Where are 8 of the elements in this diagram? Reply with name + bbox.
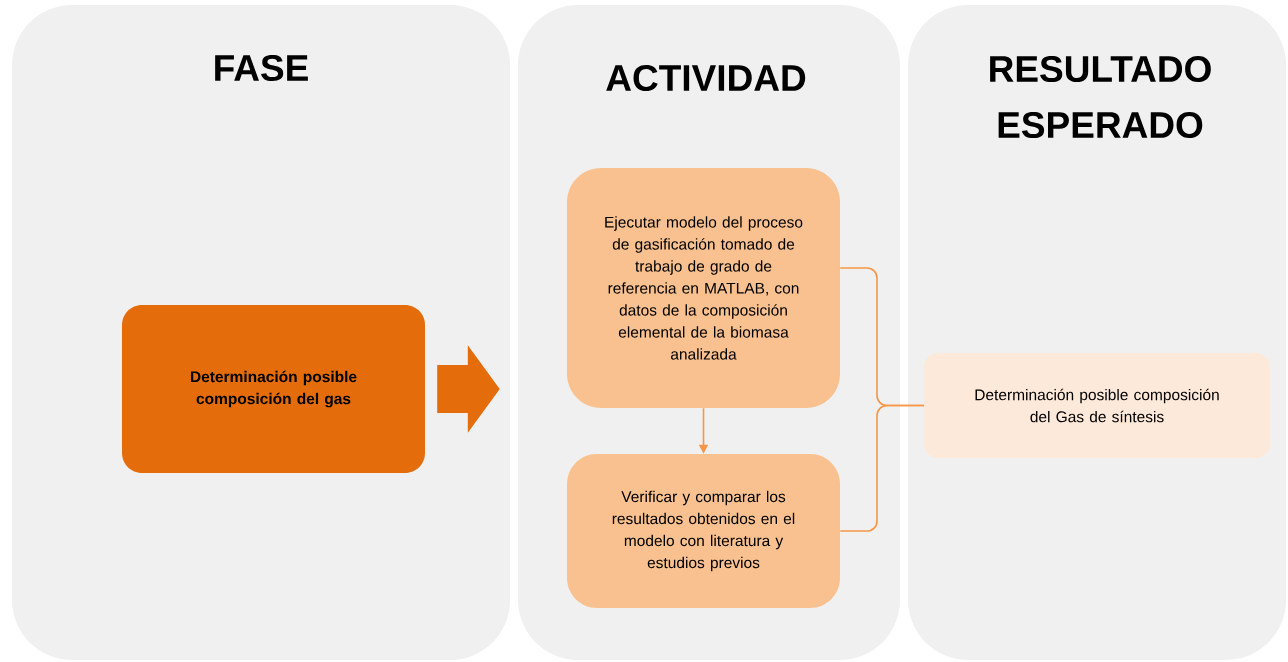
result-box: Determinación posible composición del Gas de síntesis [924,353,1270,458]
phase-box: Determinación posible composición del gas [122,305,425,473]
brace-connector [839,404,925,532]
column-heading: FASE [215,54,308,82]
column-heading: RESULTADO ESPERADO [990,55,1211,139]
activity-box: Verificar y comparar los resultados obtenidos en el modelo con literatura y estudios previos [567,454,840,608]
activity-box: Ejecutar modelo del proceso de gasificación tomado de trabajo de grado de referencia en MATLAB, con datos de la composición elemental de la biomasa analizada [567,168,840,408]
column-heading: ACTIVIDAD [606,64,806,92]
